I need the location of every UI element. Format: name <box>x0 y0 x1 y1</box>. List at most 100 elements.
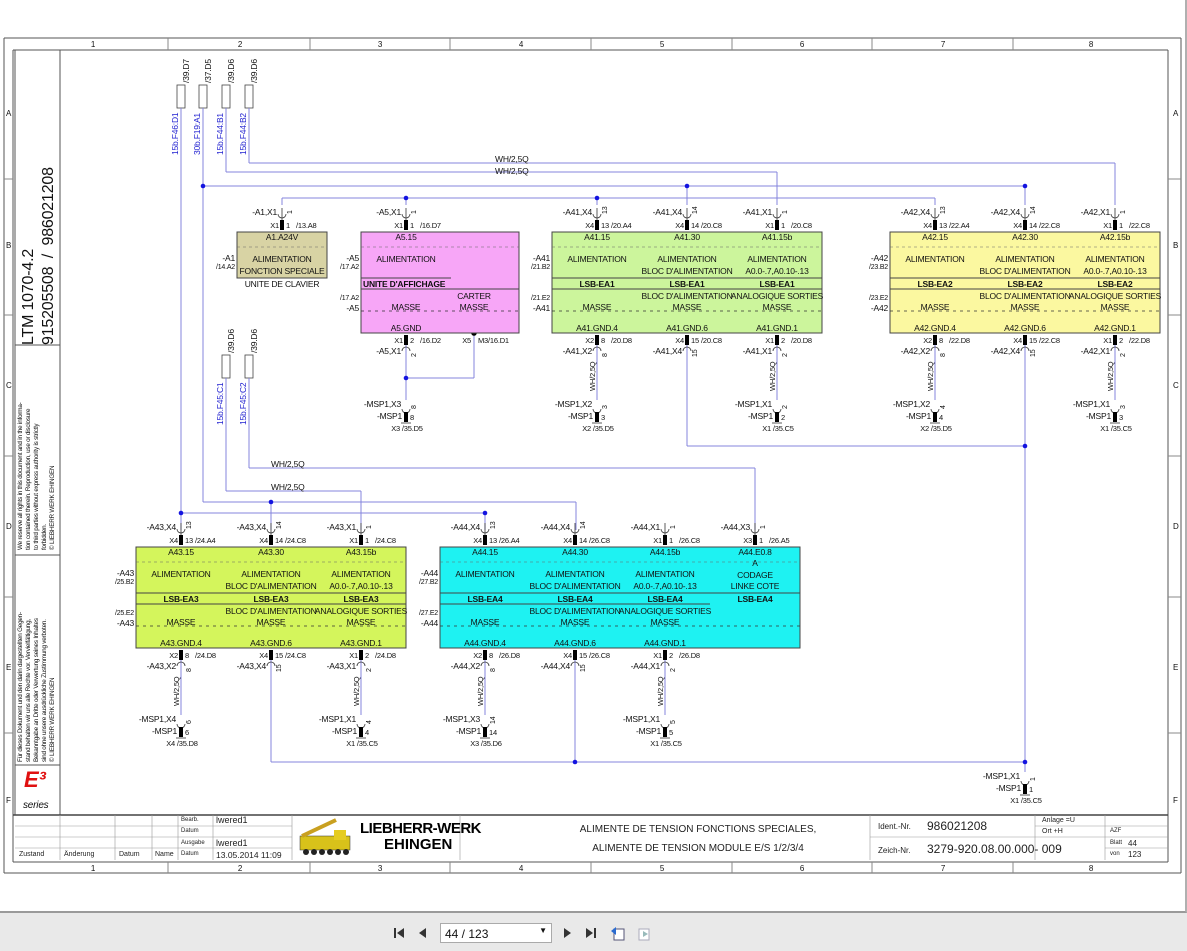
page-selector[interactable]: 44 / 123 ▼ <box>440 923 552 943</box>
terminal-symbol <box>359 650 363 660</box>
function-label: ALIMENTATION <box>747 254 807 264</box>
first-page-button[interactable] <box>390 924 408 942</box>
msp-connector-label: -MSP1,X2 <box>892 399 930 409</box>
notice-line: tion contained therein. Reproduction, us… <box>25 408 32 550</box>
previous-page-button[interactable] <box>414 924 432 942</box>
terminal-symbol <box>179 727 183 737</box>
page-selector-value: 44 / 123 <box>445 927 489 941</box>
terminal-ref: /26.A5 <box>769 536 790 545</box>
terminal-ref: /26.C8 <box>679 536 700 545</box>
msp-connector-label: -MSP1,X1 <box>318 714 356 724</box>
junction-dot <box>1022 183 1028 189</box>
connector-label: -A44,X1 <box>630 522 661 532</box>
terminal-label: X4 <box>1013 336 1022 345</box>
terminal-ref: /22.D8 <box>1129 336 1150 345</box>
connector-pin: 14 <box>692 206 699 214</box>
terminal-symbol <box>663 727 667 737</box>
blatt-label: Blatt <box>1110 840 1123 846</box>
logo-line-2: EHINGEN <box>384 836 453 853</box>
connector-pin: 13 <box>490 521 497 529</box>
column-number-bottom: 8 <box>1088 864 1094 873</box>
zeich-label: Zeich-Nr. <box>878 846 911 855</box>
terminal-pin: 8 <box>601 336 605 345</box>
side-ref: /17.A2 <box>339 264 359 271</box>
side-ref: /25.B2 <box>114 579 134 586</box>
gnd-label: A42.GND.1 <box>1094 323 1136 333</box>
notice-line: sind ohne unsere ausdrückliche Zustimmun… <box>41 619 48 762</box>
terminal-pin: 14 <box>1029 221 1037 230</box>
terminal-pin: 13 <box>489 536 497 545</box>
wire-label: WH/2,5Q <box>495 166 529 176</box>
connector-symbol <box>1110 346 1120 352</box>
connector-pin: 2 <box>782 353 789 357</box>
connector-pin: 14 <box>580 521 587 529</box>
terminal-pin: 14 <box>275 536 283 545</box>
connector-pin: 13 <box>186 521 193 529</box>
connector-label: -A44,X3 <box>720 522 751 532</box>
connector-pin: 8 <box>490 668 497 672</box>
model-name: LTM 1070-4.2 <box>20 248 37 345</box>
terminal-pin: 2 <box>365 651 369 660</box>
connector-label: -A44,X1 <box>630 661 661 671</box>
module-header: A43.15b <box>345 547 377 557</box>
function-label: ALIMENTATION <box>331 569 391 579</box>
terminal-symbol <box>1113 220 1117 230</box>
export-page-button[interactable] <box>609 924 627 942</box>
msp-pin: 4 <box>939 413 943 422</box>
side-label: -A5 <box>346 253 359 263</box>
terminal-symbol <box>775 220 779 230</box>
row-letter-right: B <box>1173 241 1179 250</box>
function-label: ALIMENTATION <box>905 254 965 264</box>
terminal-pin: 1 <box>669 536 673 545</box>
column-number-bottom: 1 <box>90 864 96 873</box>
wire-label-vertical: WH/2,5Q <box>352 676 361 706</box>
module-box-a44 <box>439 546 801 649</box>
terminal-ref: /26.C8 <box>589 536 610 545</box>
terminal-ref: /16.D1 <box>488 336 509 345</box>
column-number-bottom: 7 <box>940 864 946 873</box>
terminal-pin: 14 <box>579 536 587 545</box>
msp-connector-label: -MSP1,X1 <box>622 714 660 724</box>
connector-pin: 14 <box>1030 206 1037 214</box>
import-page-button[interactable] <box>634 924 652 942</box>
blatt-value: 44 <box>1128 839 1137 848</box>
import-page-icon <box>638 928 650 941</box>
side-label: -A44 <box>420 568 438 578</box>
fuse-name: 15b.F44:B2 <box>238 113 248 155</box>
masse-label: MASSE <box>650 617 680 627</box>
connector-label: -A43,X1 <box>326 661 357 671</box>
connector-pin: 8 <box>186 668 193 672</box>
gnd-label: A41.GND.4 <box>576 323 618 333</box>
connector-pin: 2 <box>670 668 677 672</box>
terminal-ref: /20.D8 <box>611 336 632 345</box>
connector-label: -A42,X2 <box>900 346 931 356</box>
module-box-a43 <box>135 546 407 649</box>
masse-label: MASSE <box>166 617 196 627</box>
fuse-name: 15b.F44:B1 <box>215 113 225 155</box>
function-label: ALIMENTATION <box>1085 254 1145 264</box>
msp-name: -MSP1 <box>377 411 402 421</box>
fuse-ref: /39.D6 <box>249 329 259 353</box>
fuse-name: 15b.F45:C1 <box>215 382 225 425</box>
function-label-lower: ANALOGIQUE SORTIES <box>618 606 712 616</box>
terminal-label: X1 <box>653 536 662 545</box>
msp-connector-pin: 8 <box>411 405 418 409</box>
terminal-label: X4 <box>675 336 684 345</box>
wire-label-vertical: WH/2,5Q <box>476 676 485 706</box>
next-page-button[interactable] <box>558 924 576 942</box>
terminal-symbol <box>359 535 363 545</box>
last-page-button[interactable] <box>582 924 600 942</box>
terminal-pin: 13 <box>185 536 193 545</box>
terminal-ref: /24.C8 <box>375 536 396 545</box>
msp-ref: X2 /35.D5 <box>582 424 614 433</box>
terminal-ref: /20.D8 <box>791 336 812 345</box>
side-label: -A41 <box>532 303 550 313</box>
terminal-ref: /22.D8 <box>949 336 970 345</box>
side-ref: /17.A2 <box>339 295 359 302</box>
terminal-symbol <box>269 535 273 545</box>
rev-header-datum: Datum <box>119 851 140 858</box>
terminal-ref: /20.A4 <box>611 221 632 230</box>
msp-pin: 14 <box>489 728 497 737</box>
masse-label: MASSE <box>672 302 702 312</box>
notice-line: Bekanntgabe an Dritte oder Verwertung se… <box>33 618 40 762</box>
